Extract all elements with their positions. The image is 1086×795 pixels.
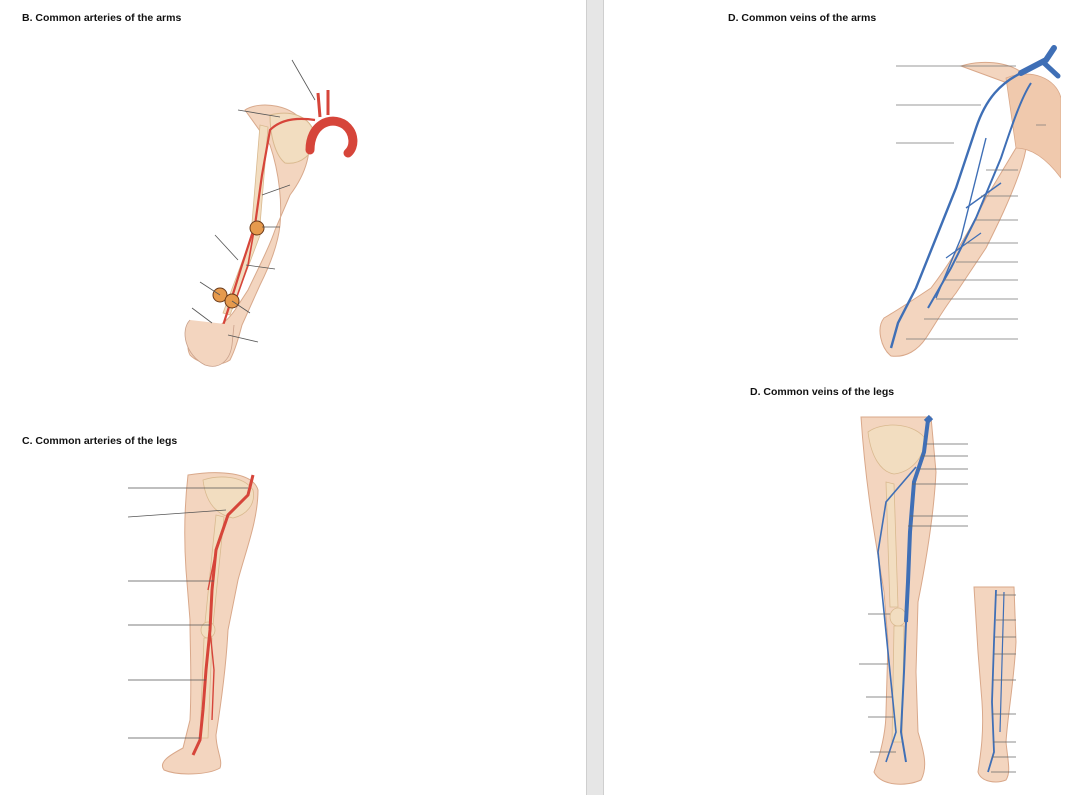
artery-path-leg bbox=[191, 474, 255, 756]
vein-cephalic bbox=[889, 71, 1022, 349]
leader-lines-leg-arteries bbox=[128, 487, 248, 739]
figure-arm-arteries bbox=[130, 55, 360, 375]
vein-basilic bbox=[927, 82, 1032, 309]
chest-shape bbox=[1005, 73, 1061, 179]
vein-subclavian bbox=[1018, 45, 1057, 76]
heading-veins-arms: D. Common veins of the arms bbox=[728, 12, 877, 24]
figure-arm-veins bbox=[836, 38, 1061, 368]
hand-outline bbox=[184, 319, 235, 367]
aortic-arch bbox=[305, 116, 358, 158]
worksheet-page-left: B. Common arteries of the arms bbox=[22, 12, 360, 780]
leg-silhouette-posterior bbox=[973, 586, 1017, 783]
humerus-shape bbox=[251, 124, 269, 226]
vein-femoral bbox=[904, 419, 930, 623]
heading-arteries-arms: B. Common arteries of the arms bbox=[22, 12, 182, 24]
figure-leg-arteries bbox=[128, 470, 278, 780]
pelvis-shape bbox=[867, 424, 925, 475]
femur-shape bbox=[885, 481, 899, 608]
vein-great-saphenous bbox=[877, 466, 917, 763]
leg-silhouette-anterior bbox=[860, 416, 937, 785]
heading-arteries-legs: C. Common arteries of the legs bbox=[22, 435, 178, 447]
page-gutter bbox=[586, 0, 604, 795]
leader-lines-leg-veins bbox=[859, 443, 1016, 773]
pelvis-shape bbox=[202, 476, 254, 519]
vein-small-saphenous bbox=[987, 589, 997, 773]
scapula-shape bbox=[269, 112, 316, 164]
leader-lines-arm-veins bbox=[896, 65, 1046, 340]
pulse-point-elbow bbox=[249, 220, 265, 236]
heading-veins-legs: D. Common veins of the legs bbox=[750, 386, 895, 398]
figure-leg-veins bbox=[856, 412, 1021, 792]
artery-path-arm bbox=[218, 117, 316, 336]
worksheet-page-right: D. Common veins of the arms bbox=[604, 0, 1086, 795]
patella-shape bbox=[889, 607, 907, 627]
leader-lines-arm-arteries bbox=[191, 59, 316, 343]
